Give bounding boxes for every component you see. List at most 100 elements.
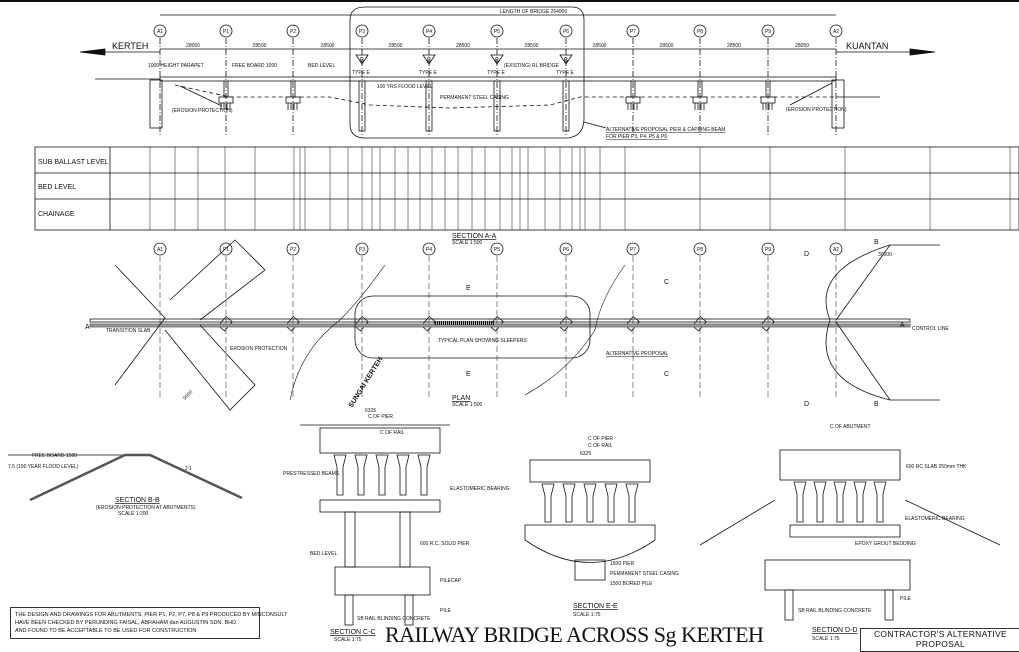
pier-column-alt xyxy=(493,80,501,132)
span-dimension: 28500 xyxy=(525,43,539,49)
bb-free-board: FREE BOARD 1500 xyxy=(32,453,77,459)
support-marker xyxy=(286,24,300,38)
support-marker xyxy=(626,24,640,38)
section-b-marker: B xyxy=(564,58,568,64)
span-dimension: 28500 xyxy=(660,43,674,49)
pile-cap xyxy=(285,96,301,104)
table-row-bed-level: BED LEVEL xyxy=(38,184,76,191)
pier-column xyxy=(375,454,389,496)
cut-mark-c-bottom: C xyxy=(664,371,669,378)
support-label: P6 xyxy=(563,247,569,253)
cut-mark-e-top: E xyxy=(466,285,471,292)
support-label: A2 xyxy=(833,247,839,253)
support-marker xyxy=(626,242,640,256)
type-e-label: TYPE E xyxy=(352,70,370,76)
dd-label-pile: PILE xyxy=(900,596,912,602)
support-label: P4 xyxy=(426,29,432,35)
right-wing xyxy=(835,244,940,401)
section-b-triangle-icon xyxy=(559,54,573,65)
pier-column xyxy=(541,483,555,523)
cut-mark-d-top: D xyxy=(804,251,809,258)
dd-label-slab: 600 RC SLAB 250mm THK xyxy=(906,464,967,470)
table-row-sub-ballast: SUB BALLAST LEVEL xyxy=(38,159,109,166)
span-dimension: 28050 xyxy=(795,43,809,49)
support-marker xyxy=(153,24,167,38)
sleepers-label: TYPICAL PLAN SHOWING SLEEPERS xyxy=(438,338,527,344)
section-b-marker: B xyxy=(495,58,499,64)
alt-proposal-note-2: FOR PIER P3, P4, P5 & P6 xyxy=(606,134,667,140)
span-dimension: 28500 xyxy=(253,43,267,49)
kerteh-label: KERTEH xyxy=(112,41,148,51)
support-label: P5 xyxy=(494,247,500,253)
left-wing-top xyxy=(169,239,266,321)
support-label: P7 xyxy=(630,29,636,35)
cut-mark-b-bottom: B xyxy=(874,401,879,408)
table-columns xyxy=(149,147,1011,230)
right-embankment xyxy=(825,244,891,401)
support-label: P4 xyxy=(426,247,432,253)
steel-casing-note: PERMANENT STEEL CASING xyxy=(440,95,509,101)
support-label: P2 xyxy=(290,29,296,35)
table-row-chainage: CHAINAGE xyxy=(38,211,75,218)
support-marker xyxy=(761,242,775,256)
cut-mark-a-right: A xyxy=(900,322,905,329)
approval-note-box: THE DESIGN AND DRAWINGS FOR ABUTMENTS, P… xyxy=(10,607,288,639)
ee-label-pier: C OF PIER xyxy=(588,436,613,442)
ee-label-1500-pier: 1500 PIER xyxy=(610,561,635,567)
section-dd-title: SECTION D-D xyxy=(812,627,858,634)
section-b-marker: B xyxy=(427,58,431,64)
section-b-marker: B xyxy=(360,58,364,64)
pier-column xyxy=(604,483,618,523)
section-ee-title: SECTION E-E xyxy=(573,603,618,610)
cc-label-beams: PRESTRESSED BEAMS xyxy=(283,471,340,477)
cc-label-pier: C OF PIER xyxy=(368,414,393,420)
pier-column xyxy=(853,481,867,523)
support-marker xyxy=(829,24,843,38)
flood-level-note: 100 YRS FLOOD LEVEL xyxy=(377,84,433,90)
support-marker xyxy=(693,242,707,256)
support-marker xyxy=(829,242,843,256)
plan-title: PLAN xyxy=(452,395,470,402)
section-b-triangle-icon xyxy=(490,54,504,65)
river-label: SUNGAI KERTEH xyxy=(348,356,385,409)
bridge-length-label: LENGTH OF BRIDGE 264900 xyxy=(500,9,567,15)
pier-column xyxy=(793,481,807,523)
section-bb: FREE BOARD 1500 7.5 (100 YEAR FLOOD LEVE… xyxy=(8,453,243,517)
erosion-note-left: (EROSION PROTECTION) xyxy=(172,108,233,114)
pile-cap xyxy=(625,96,641,104)
support-marker xyxy=(490,242,504,256)
span-dimension: 28050 xyxy=(186,43,200,49)
support-marker xyxy=(286,242,300,256)
section-b-triangle-icon xyxy=(422,54,436,65)
left-wing-bottom xyxy=(164,324,256,411)
support-label: P6 xyxy=(563,29,569,35)
level-table: SUB BALLAST LEVEL BED LEVEL CHAINAGE xyxy=(34,146,1019,231)
cc-dim-6325: 6325 xyxy=(365,408,376,414)
contractor-proposal-box: CONTRACTOR'S ALTERNATIVE PROPOSAL xyxy=(860,628,1019,652)
erosion-protection-label: EROSION PROTECTION xyxy=(230,346,288,352)
support-label: A1 xyxy=(157,29,163,35)
cc-label-blinding: SB RAIL BLINDING CONCRETE xyxy=(357,616,431,622)
span-dimension: 28500 xyxy=(389,43,403,49)
section-cc: C OF PIER C OF RAIL 6325 ELASTOMERIC BEA… xyxy=(283,408,510,643)
pier-column xyxy=(333,454,347,496)
plan-view: SECTION A-A SCALE 1:500 TYPICAL PLAN SHO… xyxy=(85,233,949,411)
pile-cap xyxy=(760,96,776,104)
parapet-note: 1000 HEIGHT PARAPET xyxy=(148,63,204,69)
arrow-left-icon xyxy=(79,48,106,56)
section-bb-subtitle: (EROSION PROTECTION AT ABUTMENTS) xyxy=(96,505,196,511)
abutment-a2 xyxy=(831,79,845,129)
pier-column xyxy=(873,481,887,523)
contractor-line-2: PROPOSAL xyxy=(915,639,966,649)
support-label: P1 xyxy=(223,29,229,35)
section-bb-scale: SCALE 1:200 xyxy=(118,511,149,517)
cut-mark-d-bottom: D xyxy=(804,401,809,408)
bb-flood-level: 7.5 (100 YEAR FLOOD LEVEL) xyxy=(8,464,79,470)
alt-proposal-note-1: ALTERNATIVE PROPOSAL PIER & CAPPING BEAM xyxy=(606,127,725,133)
pier-column xyxy=(625,483,639,523)
bed-level-line xyxy=(174,84,836,109)
support-marker xyxy=(355,24,369,38)
support-label: P3 xyxy=(359,29,365,35)
dd-label-epoxy: EPOXY GROUT BEDDING xyxy=(855,541,916,547)
